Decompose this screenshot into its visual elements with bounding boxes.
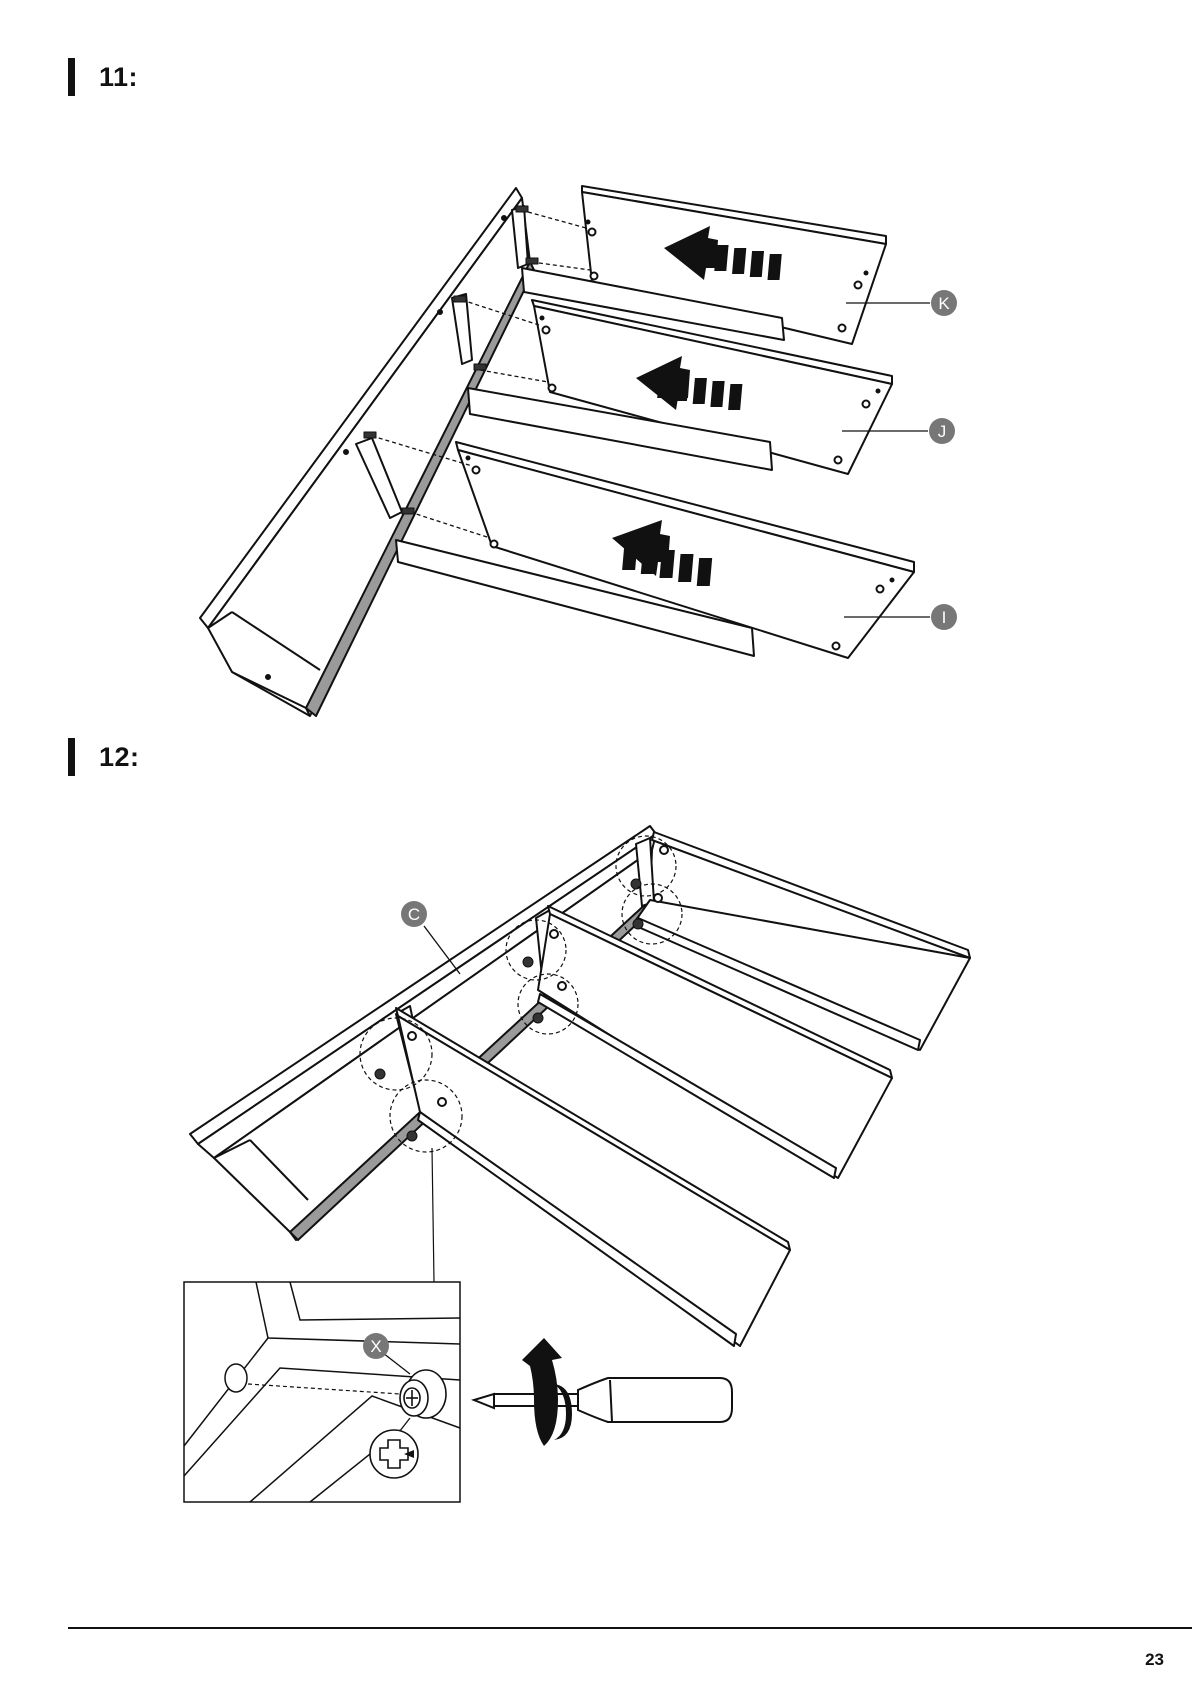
part-callouts-step-12: C xyxy=(401,901,460,974)
step-12-illustration xyxy=(190,826,970,1346)
rotate-clockwise-icon xyxy=(522,1338,572,1446)
part-c-label: C xyxy=(408,905,420,924)
step-11-illustration xyxy=(200,186,914,716)
detail-inset: X xyxy=(184,1282,460,1502)
part-j-label: J xyxy=(938,422,947,441)
part-k-label: K xyxy=(938,294,950,313)
part-x-label: X xyxy=(370,1337,381,1356)
page-number: 23 xyxy=(1145,1650,1164,1670)
part-i-label: I xyxy=(942,608,947,627)
screwdriver-icon xyxy=(474,1378,732,1422)
phillips-screwdriver-symbol-icon xyxy=(370,1430,418,1478)
footer-divider xyxy=(68,1627,1192,1629)
